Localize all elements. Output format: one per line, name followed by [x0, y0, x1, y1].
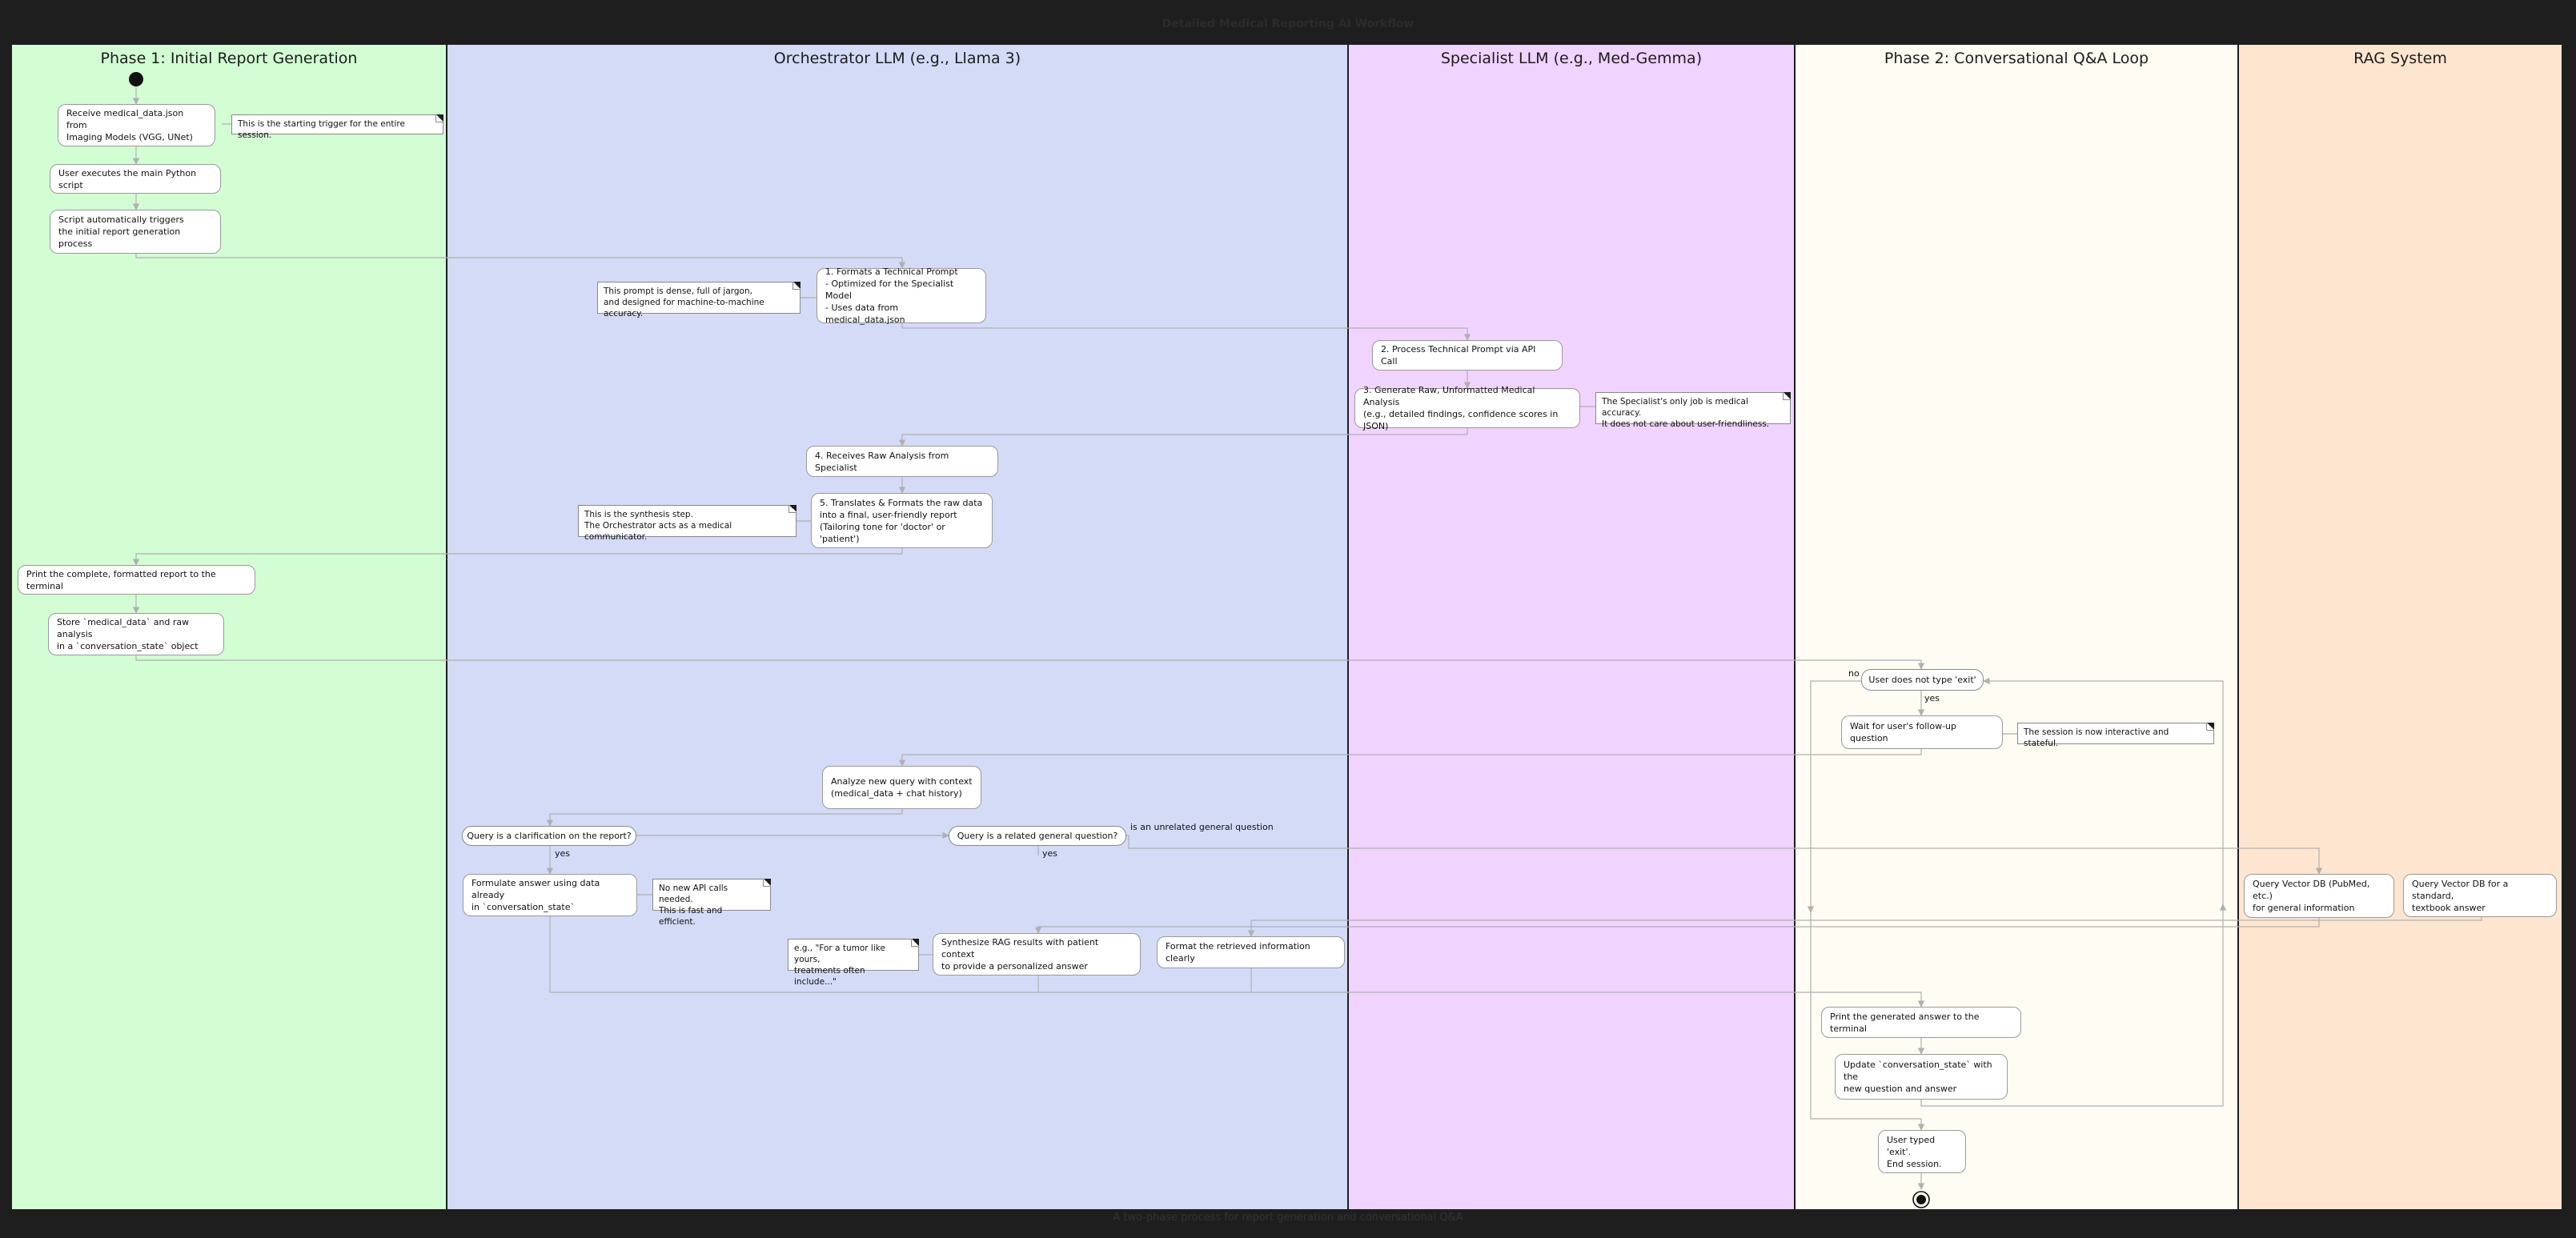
note-interactive-stateful: The session is now interactive and state… [2017, 723, 2214, 748]
activity-query-pubmed: Query Vector DB (PubMed, etc.) for gener… [2244, 874, 2394, 918]
diagram-caption: A two-phase process for report generatio… [1113, 1212, 1463, 1224]
decision-clarification: Query is a clarification on the report? [462, 826, 636, 846]
activity-run-script: User executes the main Python script [50, 164, 221, 194]
lane-title-rag: RAG System [2353, 50, 2447, 67]
lane-title-specialist: Specialist LLM (e.g., Med-Gemma) [1440, 50, 1703, 67]
activity-print-report: Print the complete, formatted report to … [18, 565, 255, 595]
activity-translates-formats: 5. Translates & Formats the raw data int… [811, 493, 993, 548]
end-node [1916, 1195, 1926, 1204]
diagram-title: Detailed Medical Reporting AI Workflow [1162, 18, 1414, 30]
end-node-ring [1912, 1191, 1930, 1208]
activity-format-retrieved: Format the retrieved information clearly [1157, 936, 1345, 968]
start-node [129, 72, 143, 86]
lane-orchestrator: Orchestrator LLM (e.g., Llama 3) [447, 45, 1347, 1209]
decision-related-question: Query is a related general question? [949, 826, 1126, 846]
label-unrelated-question: is an unrelated general question [1130, 822, 1274, 832]
activity-analyze-query: Analyze new query with context (medical_… [822, 766, 981, 809]
label-yes-related: yes [1042, 848, 1058, 859]
decision-loop-exit: User does not type 'exit' [1861, 669, 1984, 691]
activity-formats-prompt: 1. Formats a Technical Prompt - Optimize… [817, 266, 986, 325]
note-specialist-job: The Specialist's only job is medical acc… [1595, 392, 1791, 429]
lane-title-phase2: Phase 2: Conversational Q&A Loop [1884, 50, 2149, 67]
label-yes-clarification: yes [555, 848, 571, 859]
activity-receives-raw: 4. Receives Raw Analysis from Specialist [806, 446, 998, 477]
label-loop-yes: yes [1924, 693, 1940, 703]
note-no-api-calls: No new API calls needed. This is fast an… [652, 879, 771, 927]
activity-receive-data: Receive medical_data.json from Imaging M… [58, 104, 215, 146]
activity-auto-trigger: Script automatically triggers the initia… [50, 210, 221, 254]
activity-end-session: User typed 'exit'. End session. [1878, 1130, 1966, 1173]
lane-title-phase1: Phase 1: Initial Report Generation [100, 50, 358, 67]
activity-synthesize-rag: Synthesize RAG results with patient cont… [933, 933, 1141, 976]
note-tumor-example: e.g., "For a tumor like yours, treatment… [788, 939, 919, 987]
activity-query-textbook: Query Vector DB for a standard, textbook… [2403, 874, 2557, 917]
activity-process-prompt: 2. Process Technical Prompt via API Call [1372, 340, 1563, 371]
label-loop-no: no [1848, 668, 1860, 679]
activity-generate-raw: 3. Generate Raw, Unformatted Medical Ana… [1354, 385, 1580, 431]
activity-update-state: Update `conversation_state` with the new… [1835, 1054, 2008, 1100]
note-technical-prompt: This prompt is dense, full of jargon, an… [597, 282, 800, 319]
activity-print-answer: Print the generated answer to the termin… [1821, 1007, 2021, 1038]
activity-wait-question: Wait for user's follow-up question [1841, 715, 2003, 749]
lane-specialist: Specialist LLM (e.g., Med-Gemma) [1349, 45, 1794, 1209]
note-starting-trigger: This is the starting trigger for the ent… [231, 114, 443, 140]
activity-formulate-answer: Formulate answer using data already in `… [463, 874, 637, 916]
note-synthesis-step: This is the synthesis step. The Orchestr… [578, 505, 796, 542]
activity-store-state: Store `medical_data` and raw analysis in… [48, 613, 224, 655]
lane-title-orchestrator: Orchestrator LLM (e.g., Llama 3) [773, 50, 1021, 67]
lane-rag: RAG System [2239, 45, 2562, 1209]
